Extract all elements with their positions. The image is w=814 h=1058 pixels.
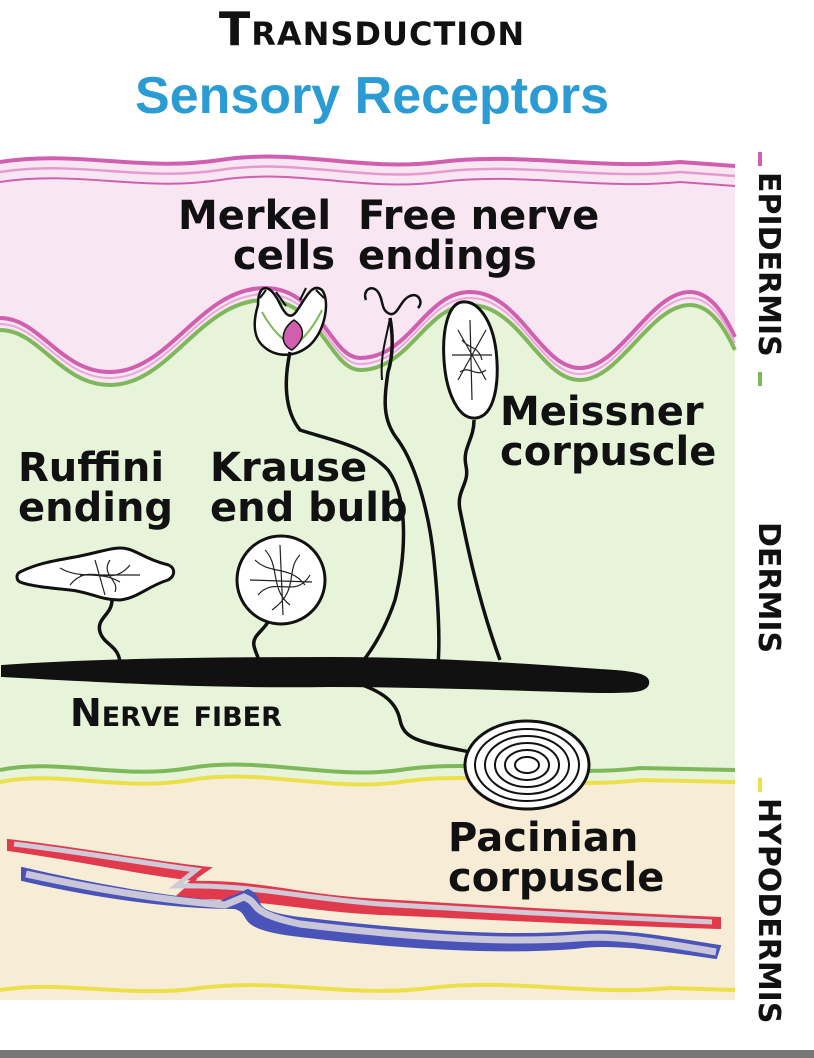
krause-label-line-1: Krause bbox=[210, 445, 368, 491]
merkel-cell-receptor bbox=[253, 286, 406, 667]
epidermis-layer-label: EPIDERMIS bbox=[751, 172, 786, 357]
nerve-fiber-label-text: Nerve fiber bbox=[70, 691, 282, 735]
krause-end-bulb-label: Krause end bulb bbox=[210, 448, 408, 528]
bottom-border bbox=[0, 1050, 814, 1058]
meissner-corpuscle-receptor bbox=[442, 300, 502, 661]
diagram-title: Transduction bbox=[218, 2, 526, 56]
krause-end-bulb-receptor bbox=[235, 534, 327, 665]
epidermis-top-line bbox=[0, 154, 736, 168]
pacinian-corpuscle-label: Pacinian corpuscle bbox=[448, 818, 664, 898]
ruffini-label-line-1: Ruffini bbox=[18, 445, 165, 491]
meissner-label-line-1: Meissner bbox=[500, 389, 704, 435]
ruffini-ending-receptor bbox=[15, 546, 176, 663]
epidermis-layer bbox=[0, 156, 735, 385]
dermal-junction-line bbox=[0, 285, 737, 375]
hypodermis-bottom-line bbox=[0, 982, 736, 994]
pacinian-label-line-1: Pacinian bbox=[448, 815, 639, 861]
free-nerve-label-line-2: endings bbox=[358, 233, 537, 279]
free-nerve-endings-label: Free nerve endings bbox=[358, 196, 599, 276]
dermis-layer-label: DERMIS bbox=[751, 522, 786, 654]
meissner-corpuscle-label: Meissner corpuscle bbox=[500, 392, 716, 472]
pacinian-label-line-2: corpuscle bbox=[448, 855, 665, 901]
ruffini-ending-label: Ruffini ending bbox=[18, 448, 173, 528]
meissner-label-line-2: corpuscle bbox=[500, 429, 717, 475]
hypodermis-layer-label: HYPODERMIS bbox=[751, 798, 786, 1024]
merkel-cells-label: Merkel cells bbox=[178, 196, 335, 276]
vein bbox=[21, 866, 722, 960]
diagram-subtitle: Sensory Receptors bbox=[135, 67, 609, 125]
ruffini-label-line-2: ending bbox=[18, 485, 174, 531]
nerve-fiber-label: Nerve fiber bbox=[70, 694, 282, 732]
merkel-label-line-1: Merkel bbox=[178, 193, 332, 239]
free-nerve-label-line-1: Free nerve bbox=[358, 193, 600, 239]
merkel-label-line-2: cells bbox=[233, 233, 336, 279]
free-nerve-ending-receptor bbox=[363, 287, 441, 666]
nerve-fiber bbox=[0, 656, 650, 694]
pacinian-corpuscle-receptor bbox=[347, 678, 591, 811]
krause-label-line-2: end bulb bbox=[210, 485, 408, 531]
